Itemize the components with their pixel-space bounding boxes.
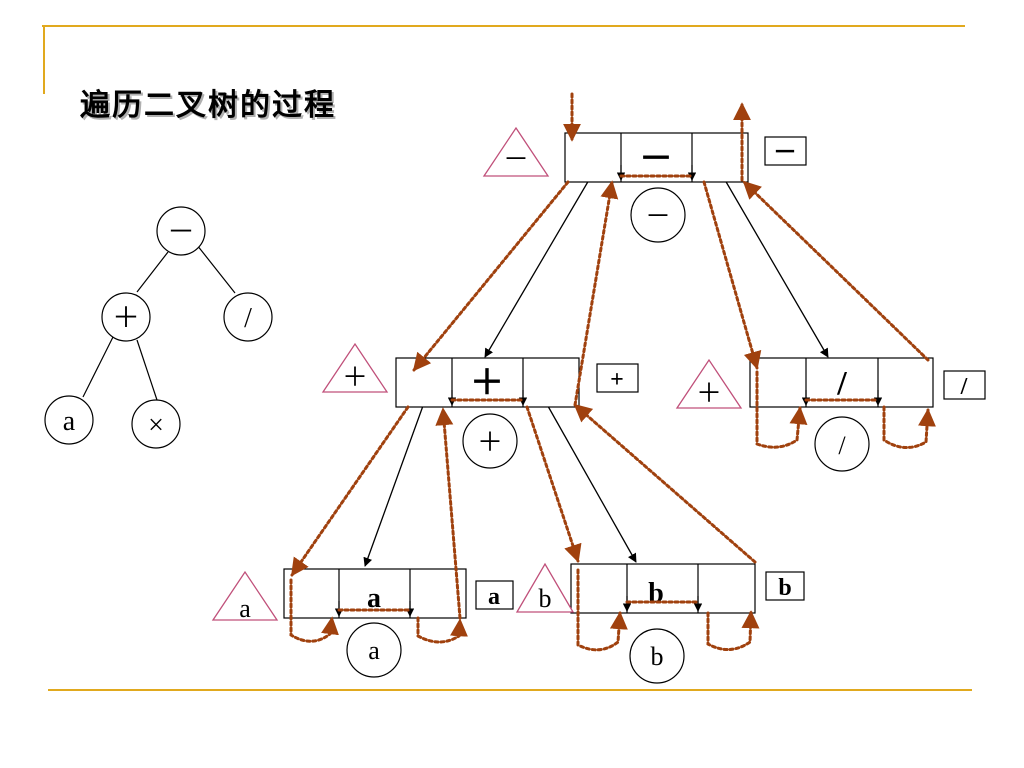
path-segment <box>416 616 468 644</box>
path-segment <box>576 568 628 652</box>
tree-edge <box>196 244 236 294</box>
slide-decoration <box>42 25 972 691</box>
tree-label-root: － <box>167 217 195 248</box>
path-segment <box>702 180 762 370</box>
triangle-label-a: a <box>239 594 251 623</box>
node-label-minus: － <box>639 141 673 178</box>
circle-label-b: b <box>651 642 664 671</box>
node-box-minus <box>564 132 749 183</box>
circles <box>346 187 870 684</box>
path-segment <box>573 403 757 564</box>
tree-edge <box>136 251 169 293</box>
pointer-arrow <box>724 179 829 358</box>
tree-node-right <box>223 292 273 342</box>
circle-label-a: a <box>368 636 380 665</box>
pointer-arrow <box>484 167 597 358</box>
page-title: 遍历二叉树的过程 <box>80 88 336 123</box>
small-tree-nodes <box>44 206 273 449</box>
tree-label-left: ＋ <box>112 303 140 334</box>
tree-node-left-right <box>131 399 181 449</box>
node-label-div: / <box>836 365 847 402</box>
circle-minus <box>630 187 686 243</box>
triangles <box>211 126 743 621</box>
node-box-b <box>570 563 756 614</box>
path-segment <box>755 370 808 449</box>
triangle-label-plus: ＋ <box>342 363 368 392</box>
path-segment <box>706 610 760 651</box>
square-label-div: / <box>960 374 968 400</box>
path-segment <box>742 180 930 362</box>
tree-edge <box>82 336 114 398</box>
triangle-div <box>675 358 743 409</box>
path-segment <box>435 407 462 620</box>
path-segment <box>290 405 410 577</box>
square-label-b: b <box>778 575 791 601</box>
squares <box>475 136 986 610</box>
path-segment <box>412 180 570 372</box>
node-label-a: a <box>367 583 381 614</box>
circle-div <box>814 416 870 472</box>
tree-node-left-left <box>44 395 94 445</box>
tree-node-root <box>156 206 206 256</box>
small-expression-tree <box>82 244 236 401</box>
tree-label-right: / <box>244 303 252 334</box>
child-pointers <box>363 167 829 567</box>
circle-a <box>346 622 402 678</box>
path-segment <box>525 405 582 563</box>
square-label-minus: － <box>773 140 797 166</box>
square-a <box>475 580 514 610</box>
tree-node-left <box>101 292 151 342</box>
circle-b <box>629 628 685 684</box>
tree-edge <box>136 339 158 401</box>
path-segment <box>573 180 619 407</box>
tree-label-left-left: a <box>63 406 76 437</box>
triangle-a <box>211 570 279 621</box>
circle-label-plus: ＋ <box>477 428 503 457</box>
circle-label-div: / <box>838 431 846 460</box>
circle-plus <box>462 413 518 469</box>
node-label-b: b <box>648 578 664 609</box>
square-div <box>943 370 986 400</box>
triangle-plus <box>321 342 389 393</box>
square-minus <box>764 136 807 166</box>
square-b <box>765 571 805 601</box>
triangle-minus <box>482 126 550 177</box>
tree-label-left-right: × <box>148 410 164 441</box>
circle-label-minus: － <box>645 202 671 231</box>
path-segment <box>289 578 339 643</box>
square-plus <box>596 363 639 393</box>
triangle-b <box>515 562 575 613</box>
triangle-label-minus: － <box>503 145 529 174</box>
pointer-arrow <box>363 391 429 567</box>
square-label-a: a <box>488 584 500 610</box>
traversal-path <box>289 92 936 652</box>
triangle-label-div: ＋ <box>696 379 722 408</box>
triangle-label-b: b <box>539 584 552 613</box>
square-label-plus: + <box>610 367 624 393</box>
path-segment <box>882 405 936 449</box>
pointer-arrow <box>539 391 637 563</box>
node-label-plus: ＋ <box>470 365 504 402</box>
